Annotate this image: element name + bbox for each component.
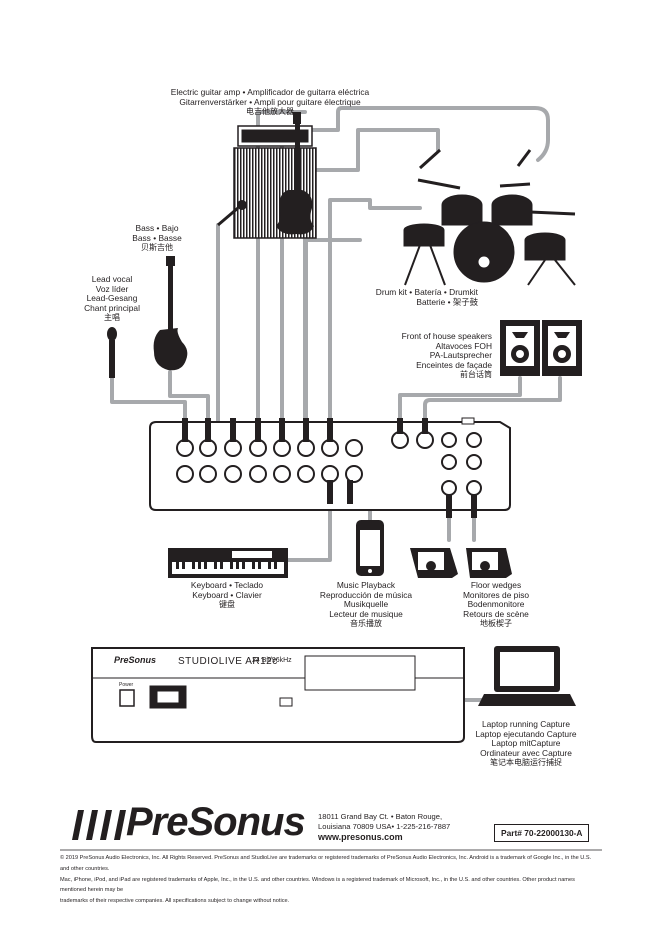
rear-panel-brand: PreSonus (114, 655, 157, 665)
bass-guitar-icon (153, 256, 188, 371)
cable-drum-3 (303, 128, 440, 432)
laptop-label: Laptop running Capture Laptop ejecutando… (475, 719, 577, 768)
legal-notice: © 2019 PreSonus Audio Electronics, Inc. … (60, 855, 592, 905)
floor-wedges-label: Floor wedges Monitores de piso Bodenmoni… (462, 580, 530, 629)
cable-bass (168, 370, 210, 432)
lead-vocal-mic-icon (107, 327, 117, 378)
cable-foh-r (423, 376, 562, 432)
rear-panel-spec: 24 Bit/96kHz (252, 657, 292, 664)
lead-vocal-label: Lead vocal Voz líder Lead-Gesang Chant p… (84, 274, 140, 323)
cable-drum-4 (328, 198, 422, 432)
keyboard-label: Keyboard • Teclado Keyboard • Clavier 键盘 (190, 580, 264, 610)
drum-kit-label: Drum kit • Batería • Drumkit Batterie • … (375, 287, 478, 307)
website-link[interactable]: www.presonus.com (318, 832, 403, 842)
cable-drum-1 (256, 110, 307, 432)
rear-panel-model: STUDIOLIVE AR12c (178, 656, 278, 667)
cable-drum-2 (280, 106, 550, 432)
cable-drum-5 (304, 238, 362, 426)
bass-label: Bass • Bajo Bass • Basse 贝斯吉他 (132, 223, 182, 253)
mixer-channel-jacks (176, 431, 482, 496)
cable-lead-vocal (110, 376, 187, 432)
company-address: 18011 Grand Bay Ct. • Baton Rouge, Louis… (318, 812, 451, 842)
rear-panel-power: Power (119, 682, 134, 688)
foh-speakers-icon (500, 320, 582, 376)
presonus-logo-icon (72, 810, 126, 840)
foh-label: Front of house speakers Altavoces FOH PA… (401, 331, 492, 380)
presonus-logo: PreSonus (126, 800, 306, 844)
drum-kit-icon (403, 148, 576, 286)
cable-foh-l (398, 376, 522, 432)
laptop-icon (478, 646, 576, 706)
amp-mic-icon (217, 200, 247, 227)
mixer-plugs (182, 418, 477, 518)
music-playback-label: Music Playback Reproducción de música Mu… (319, 580, 413, 629)
floor-wedges-icon (410, 548, 512, 578)
rear-panel-model-number: AR12c (245, 656, 278, 667)
rear-panel-model-name: STUDIOLIVE (178, 656, 243, 667)
guitar-amp-label: Electric guitar amp • Amplificador de gu… (170, 87, 370, 117)
keyboard-icon (168, 548, 288, 578)
cable-keyboard (286, 488, 332, 562)
phone-icon (356, 520, 384, 576)
mixer-rear-panel (91, 647, 465, 743)
part-number: Part# 70-22000130-A (494, 824, 590, 842)
electric-guitar-icon (276, 112, 314, 235)
